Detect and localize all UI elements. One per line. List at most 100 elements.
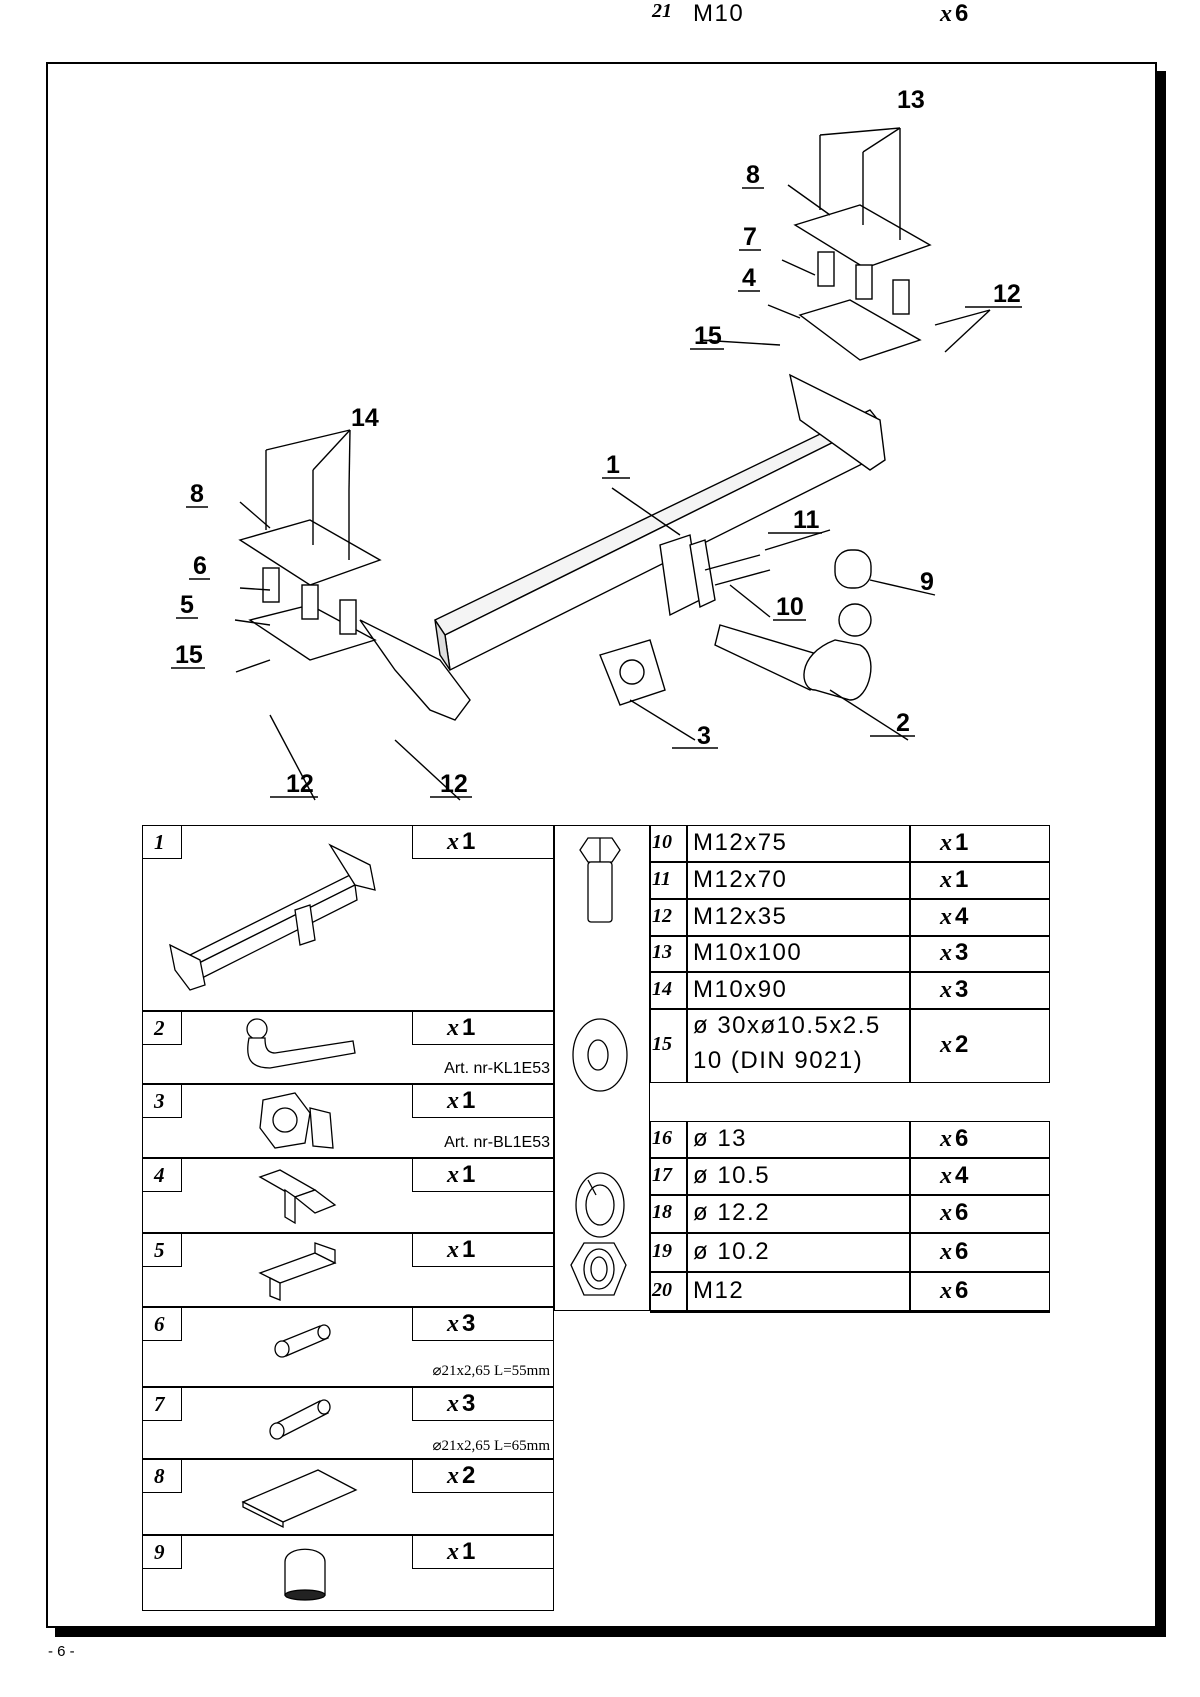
- part-number-cell: [142, 1307, 182, 1341]
- callout-14: 14: [351, 404, 379, 432]
- callout-12b: 12: [286, 770, 314, 798]
- fastener-number-cell: [650, 1195, 687, 1233]
- fastener-spec: ø 13: [693, 1124, 748, 1152]
- callout-15b: 15: [175, 641, 203, 669]
- fastener-spec-cell: [687, 1158, 910, 1195]
- quantity-cell: [412, 1084, 554, 1118]
- fastener-spec: M12x70: [693, 865, 788, 893]
- exploded-assembly-diagram: 1 2 3 4 5 6 7 8 8 9 10 11 12 12 12 13 14…: [171, 86, 1022, 801]
- quantity-cell: [412, 1535, 554, 1569]
- part-number: 7: [154, 1392, 165, 1416]
- fastener-spec-cell: [687, 899, 910, 936]
- part-number-cell: [142, 825, 182, 859]
- quantity-cell: [412, 1387, 554, 1421]
- fastener-spec-cell: [687, 862, 910, 899]
- fastener-qty-cell: [910, 1311, 1050, 1313]
- fastener-number-cell: [650, 1158, 687, 1195]
- fastener-number-cell: [650, 899, 687, 936]
- nut-icon: [570, 1242, 627, 1296]
- part-9-cap-icon: [284, 1548, 326, 1601]
- fastener-number-cell: [650, 1121, 687, 1158]
- fastener-spec-cell: [687, 1272, 910, 1311]
- fastener-number: 11: [652, 867, 671, 890]
- bolt-icon: [579, 837, 621, 923]
- fastener-spec-cell: [687, 936, 910, 972]
- fastener-spec-cell: [687, 1009, 910, 1083]
- quantity-cell: [412, 1307, 554, 1341]
- part-number: 9: [154, 1540, 165, 1564]
- fastener-number-cell: [650, 1233, 687, 1272]
- fastener-qty-cell: [910, 936, 1050, 972]
- fastener-number: 13: [652, 941, 672, 963]
- part-5-bracket-icon: [258, 1242, 337, 1301]
- fastener-qty-cell: [910, 825, 1050, 862]
- quantity-cell: [412, 825, 554, 859]
- fastener-number-cell: [650, 1272, 687, 1311]
- fastener-number-cell: [650, 1009, 687, 1083]
- part-number-cell: [142, 1084, 182, 1118]
- part-number: 3: [154, 1089, 165, 1113]
- callout-4: 4: [742, 264, 756, 292]
- fastener-number-cell: [650, 972, 687, 1009]
- quantity-cell: [412, 1233, 554, 1267]
- part-number-cell: [142, 1535, 182, 1569]
- callout-3: 3: [697, 722, 711, 750]
- callout-1: 1: [606, 451, 620, 479]
- fastener-qty-cell: [910, 1121, 1050, 1158]
- part-number-cell: [142, 1158, 182, 1192]
- fastener-spec-cell: [687, 1195, 910, 1233]
- fastener-spec: M12: [693, 1276, 745, 1304]
- fastener-number: 12: [652, 904, 672, 927]
- callout-12a: 12: [993, 280, 1021, 308]
- part-4-bracket-icon: [258, 1169, 337, 1225]
- callout-10: 10: [776, 593, 804, 621]
- fastener-spec-cell: [687, 1121, 910, 1158]
- fastener-number: 14: [652, 977, 672, 1000]
- fastener-number: 20: [652, 1278, 672, 1301]
- fastener-number: 16: [652, 1126, 672, 1149]
- part-6-spacer-tube-icon: [274, 1324, 331, 1358]
- callout-15a: 15: [694, 322, 722, 350]
- fastener-number: 18: [652, 1201, 672, 1223]
- callout-2: 2: [896, 709, 910, 737]
- fastener-number: 21: [652, 0, 672, 22]
- fastener-spec: M12x75: [693, 828, 788, 856]
- quantity-cell: [412, 1011, 554, 1045]
- callout-6: 6: [193, 552, 207, 580]
- part-number: 2: [154, 1016, 165, 1040]
- fastener-spec: ø 10.5: [693, 1161, 771, 1189]
- fastener-spec: ø 12.2: [693, 1199, 771, 1226]
- fastener-number: 15: [652, 1033, 672, 1055]
- fastener-number: 10: [652, 830, 672, 853]
- article-number: Art. nr-KL1E53: [444, 1060, 550, 1077]
- part-number: 6: [154, 1312, 165, 1336]
- fastener-qty-cell: [910, 899, 1050, 936]
- fastener-spec: ø 10.2: [693, 1237, 771, 1265]
- part-1-crossbeam-icon: [169, 843, 376, 991]
- fastener-qty-cell: [910, 1009, 1050, 1083]
- fastener-spec-standard: 10 (DIN 9021): [693, 1047, 864, 1074]
- dimension-note: ⌀21x2,65 L=65mm: [432, 1438, 551, 1454]
- callout-8a: 8: [746, 161, 760, 189]
- callout-11: 11: [793, 506, 820, 534]
- fastener-qty-cell: [910, 862, 1050, 899]
- fastener-spec: M10x90: [693, 975, 788, 1003]
- flat-washer-icon: [572, 1018, 628, 1092]
- callout-8b: 8: [190, 480, 204, 508]
- callout-7: 7: [743, 223, 757, 251]
- fastener-qty-cell: [910, 972, 1050, 1009]
